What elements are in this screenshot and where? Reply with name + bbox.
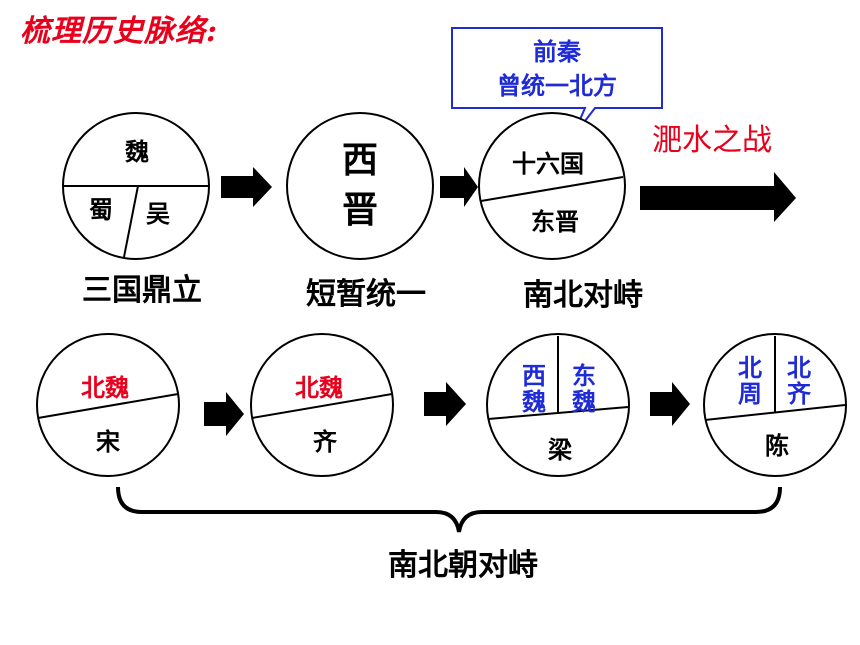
label-wei: 魏 bbox=[521, 388, 546, 416]
label-xi: 西 bbox=[342, 140, 378, 181]
label-shu: 蜀 bbox=[89, 196, 113, 224]
caption-three-kingdoms: 三国鼎立 bbox=[82, 273, 202, 308]
label-zhou: 周 bbox=[738, 380, 762, 408]
caption-brief-unification: 短暂统一 bbox=[306, 277, 426, 312]
callout-line2: 曾统一北方 bbox=[497, 72, 617, 100]
label-chen: 陈 bbox=[765, 432, 789, 460]
circle-three-kingdoms: 魏 蜀 吴 bbox=[62, 112, 210, 260]
circle-sixteen-kingdoms: 十六国 东晋 bbox=[478, 112, 626, 260]
label-eastern-jin: 东晋 bbox=[531, 208, 579, 236]
label-wei: 魏 bbox=[124, 138, 149, 166]
arrow-icon bbox=[221, 167, 272, 207]
label-wei: 魏 bbox=[571, 388, 596, 416]
label-liang: 梁 bbox=[547, 436, 572, 464]
label-north: 北 bbox=[787, 354, 811, 382]
label-qi: 齐 bbox=[313, 428, 338, 456]
label-northern-wei: 北魏 bbox=[295, 374, 343, 402]
circle-northern-wei-song: 北魏 宋 bbox=[36, 333, 180, 477]
label-wu: 吴 bbox=[146, 200, 170, 228]
label-northern-wei: 北魏 bbox=[81, 374, 129, 402]
page-title: 梳理历史脉络: bbox=[20, 14, 219, 49]
circle-western-jin: 西 晋 bbox=[286, 112, 434, 260]
label-song: 宋 bbox=[96, 428, 120, 456]
label-sixteen-kingdoms: 十六国 bbox=[512, 150, 584, 178]
brace-icon bbox=[116, 486, 782, 533]
arrow-icon bbox=[424, 382, 466, 426]
arrow-icon bbox=[204, 392, 244, 436]
circle-north-zhou-qi-chen: 北 周 北 齐 陈 bbox=[703, 333, 847, 477]
label-east: 东 bbox=[572, 362, 596, 390]
label-north: 北 bbox=[738, 354, 762, 382]
circle-west-east-wei-liang: 西 魏 东 魏 梁 bbox=[486, 333, 630, 477]
caption-southern-northern-dynasties: 南北朝对峙 bbox=[388, 548, 538, 583]
caption-north-south-standoff: 南北对峙 bbox=[523, 278, 643, 313]
circle-northern-wei-qi: 北魏 齐 bbox=[250, 333, 394, 477]
arrow-icon bbox=[640, 172, 796, 222]
label-west: 西 bbox=[522, 362, 546, 390]
label-qi: 齐 bbox=[787, 380, 812, 408]
label-battle-feishui: 淝水之战 bbox=[652, 123, 772, 158]
arrow-icon bbox=[440, 167, 478, 207]
label-jin: 晋 bbox=[342, 190, 378, 231]
callout-line1: 前秦 bbox=[533, 38, 582, 66]
arrow-icon bbox=[650, 382, 690, 426]
